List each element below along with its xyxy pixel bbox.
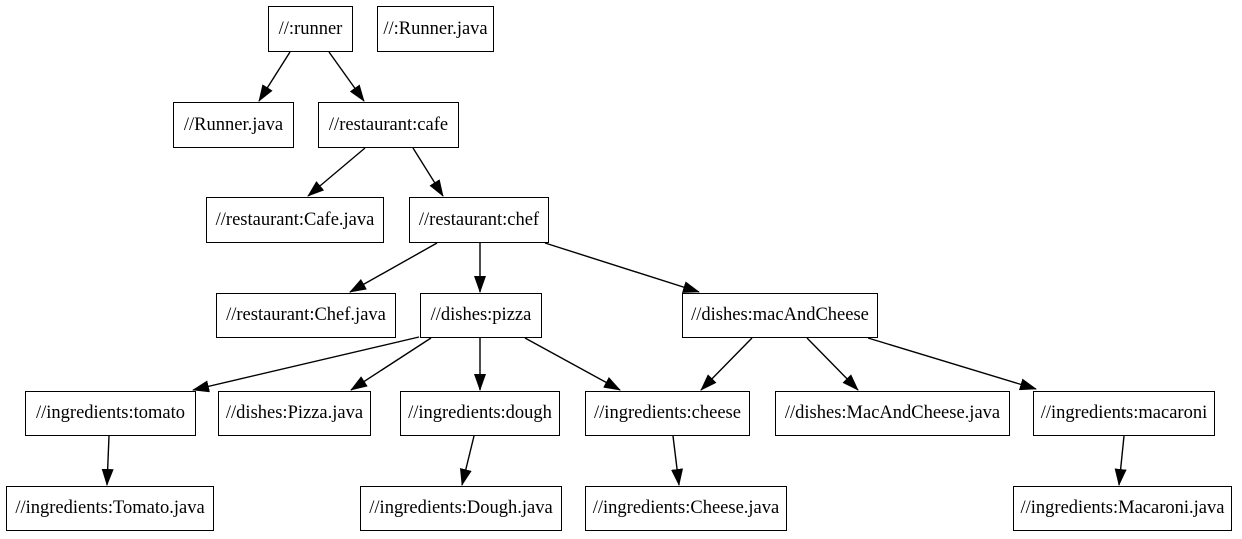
- graph-node-pizza-java: //dishes:Pizza.java: [218, 391, 371, 436]
- graph-node-chef: //restaurant:chef: [409, 197, 549, 243]
- graph-edge-macaroni-to-macaroni-java: [1114, 435, 1127, 486]
- graph-node-macaroni-java: //ingredients:Macaroni.java: [1013, 486, 1232, 531]
- graph-node-cafe-java: //restaurant:Cafe.java: [206, 197, 384, 243]
- graph-node-mac-and-cheese-java: //dishes:MacAndCheese.java: [775, 391, 1010, 436]
- graph-edge-chef-to-chef-java: [349, 242, 438, 293]
- graph-edge-pizza-to-cheese: [524, 337, 621, 391]
- graph-node-dough: //ingredients:dough: [400, 391, 560, 436]
- graph-node-cheese: //ingredients:cheese: [585, 391, 750, 436]
- graph-node-pizza: //dishes:pizza: [420, 293, 542, 338]
- graph-node-label: //:Runner.java: [383, 18, 488, 39]
- graph-node-runner-java: //Runner.java: [173, 102, 294, 148]
- graph-node-dough-java: //ingredients:Dough.java: [360, 486, 562, 531]
- graph-node-label: //ingredients:tomato: [35, 403, 185, 424]
- graph-node-cheese-java: //ingredients:Cheese.java: [585, 486, 787, 531]
- graph-node-runner: //:runner: [268, 6, 353, 52]
- graph-edge-mac-and-cheese-to-cheese: [700, 337, 753, 391]
- graph-node-label: //Runner.java: [183, 114, 284, 135]
- graph-edge-cafe-to-chef: [412, 147, 444, 197]
- graph-node-label: //restaurant:Cafe.java: [215, 209, 375, 230]
- graph-edge-pizza-to-pizza-java: [350, 337, 432, 391]
- graph-node-label: //restaurant:cafe: [328, 114, 449, 135]
- graph-node-mac-and-cheese: //dishes:macAndCheese: [682, 293, 878, 338]
- graph-node-chef-java: //restaurant:Chef.java: [216, 293, 396, 338]
- graph-node-tomato: //ingredients:tomato: [25, 391, 196, 436]
- graph-node-label: //ingredients:dough: [408, 403, 552, 424]
- graph-node-label: //restaurant:chef: [418, 209, 540, 230]
- graph-node-label: //ingredients:Dough.java: [369, 498, 553, 519]
- graph-node-label: //ingredients:Tomato.java: [15, 498, 205, 519]
- graph-node-label: //ingredients:cheese: [594, 403, 741, 424]
- graph-node-runner-java-root: //:Runner.java: [377, 6, 494, 52]
- graph-edge-runner-to-cafe: [328, 51, 365, 102]
- graph-node-label: //dishes:Pizza.java: [225, 403, 364, 424]
- graph-node-tomato-java: //ingredients:Tomato.java: [6, 486, 214, 531]
- graph-node-label: //dishes:MacAndCheese.java: [784, 403, 1001, 424]
- graph-edge-mac-and-cheese-to-macaroni: [867, 337, 1037, 391]
- graph-edge-cheese-to-cheese-java: [671, 435, 684, 486]
- graph-node-label: //ingredients:macaroni: [1040, 403, 1208, 424]
- graph-edge-dough-to-dough-java: [459, 435, 475, 486]
- graph-node-label: //dishes:macAndCheese: [691, 305, 869, 326]
- graph-node-label: //restaurant:Chef.java: [226, 305, 386, 326]
- graph-edge-runner-to-runner-java: [258, 51, 291, 102]
- graph-node-label: //ingredients:Macaroni.java: [1020, 498, 1225, 519]
- graph-edge-tomato-to-tomato-java: [101, 435, 114, 486]
- graph-node-cafe: //restaurant:cafe: [318, 102, 459, 148]
- graph-node-label: //ingredients:Cheese.java: [592, 498, 780, 519]
- graph-edge-cafe-to-cafe-java: [307, 147, 366, 197]
- graph-edge-pizza-to-tomato: [192, 336, 420, 393]
- graph-node-macaroni: //ingredients:macaroni: [1033, 391, 1215, 436]
- graph-node-label: //dishes:pizza: [430, 305, 532, 326]
- graph-edge-mac-and-cheese-to-mac-and-cheese-java: [806, 337, 859, 391]
- graph-edge-chef-to-mac-and-cheese: [544, 242, 700, 293]
- graph-node-label: //:runner: [278, 18, 343, 39]
